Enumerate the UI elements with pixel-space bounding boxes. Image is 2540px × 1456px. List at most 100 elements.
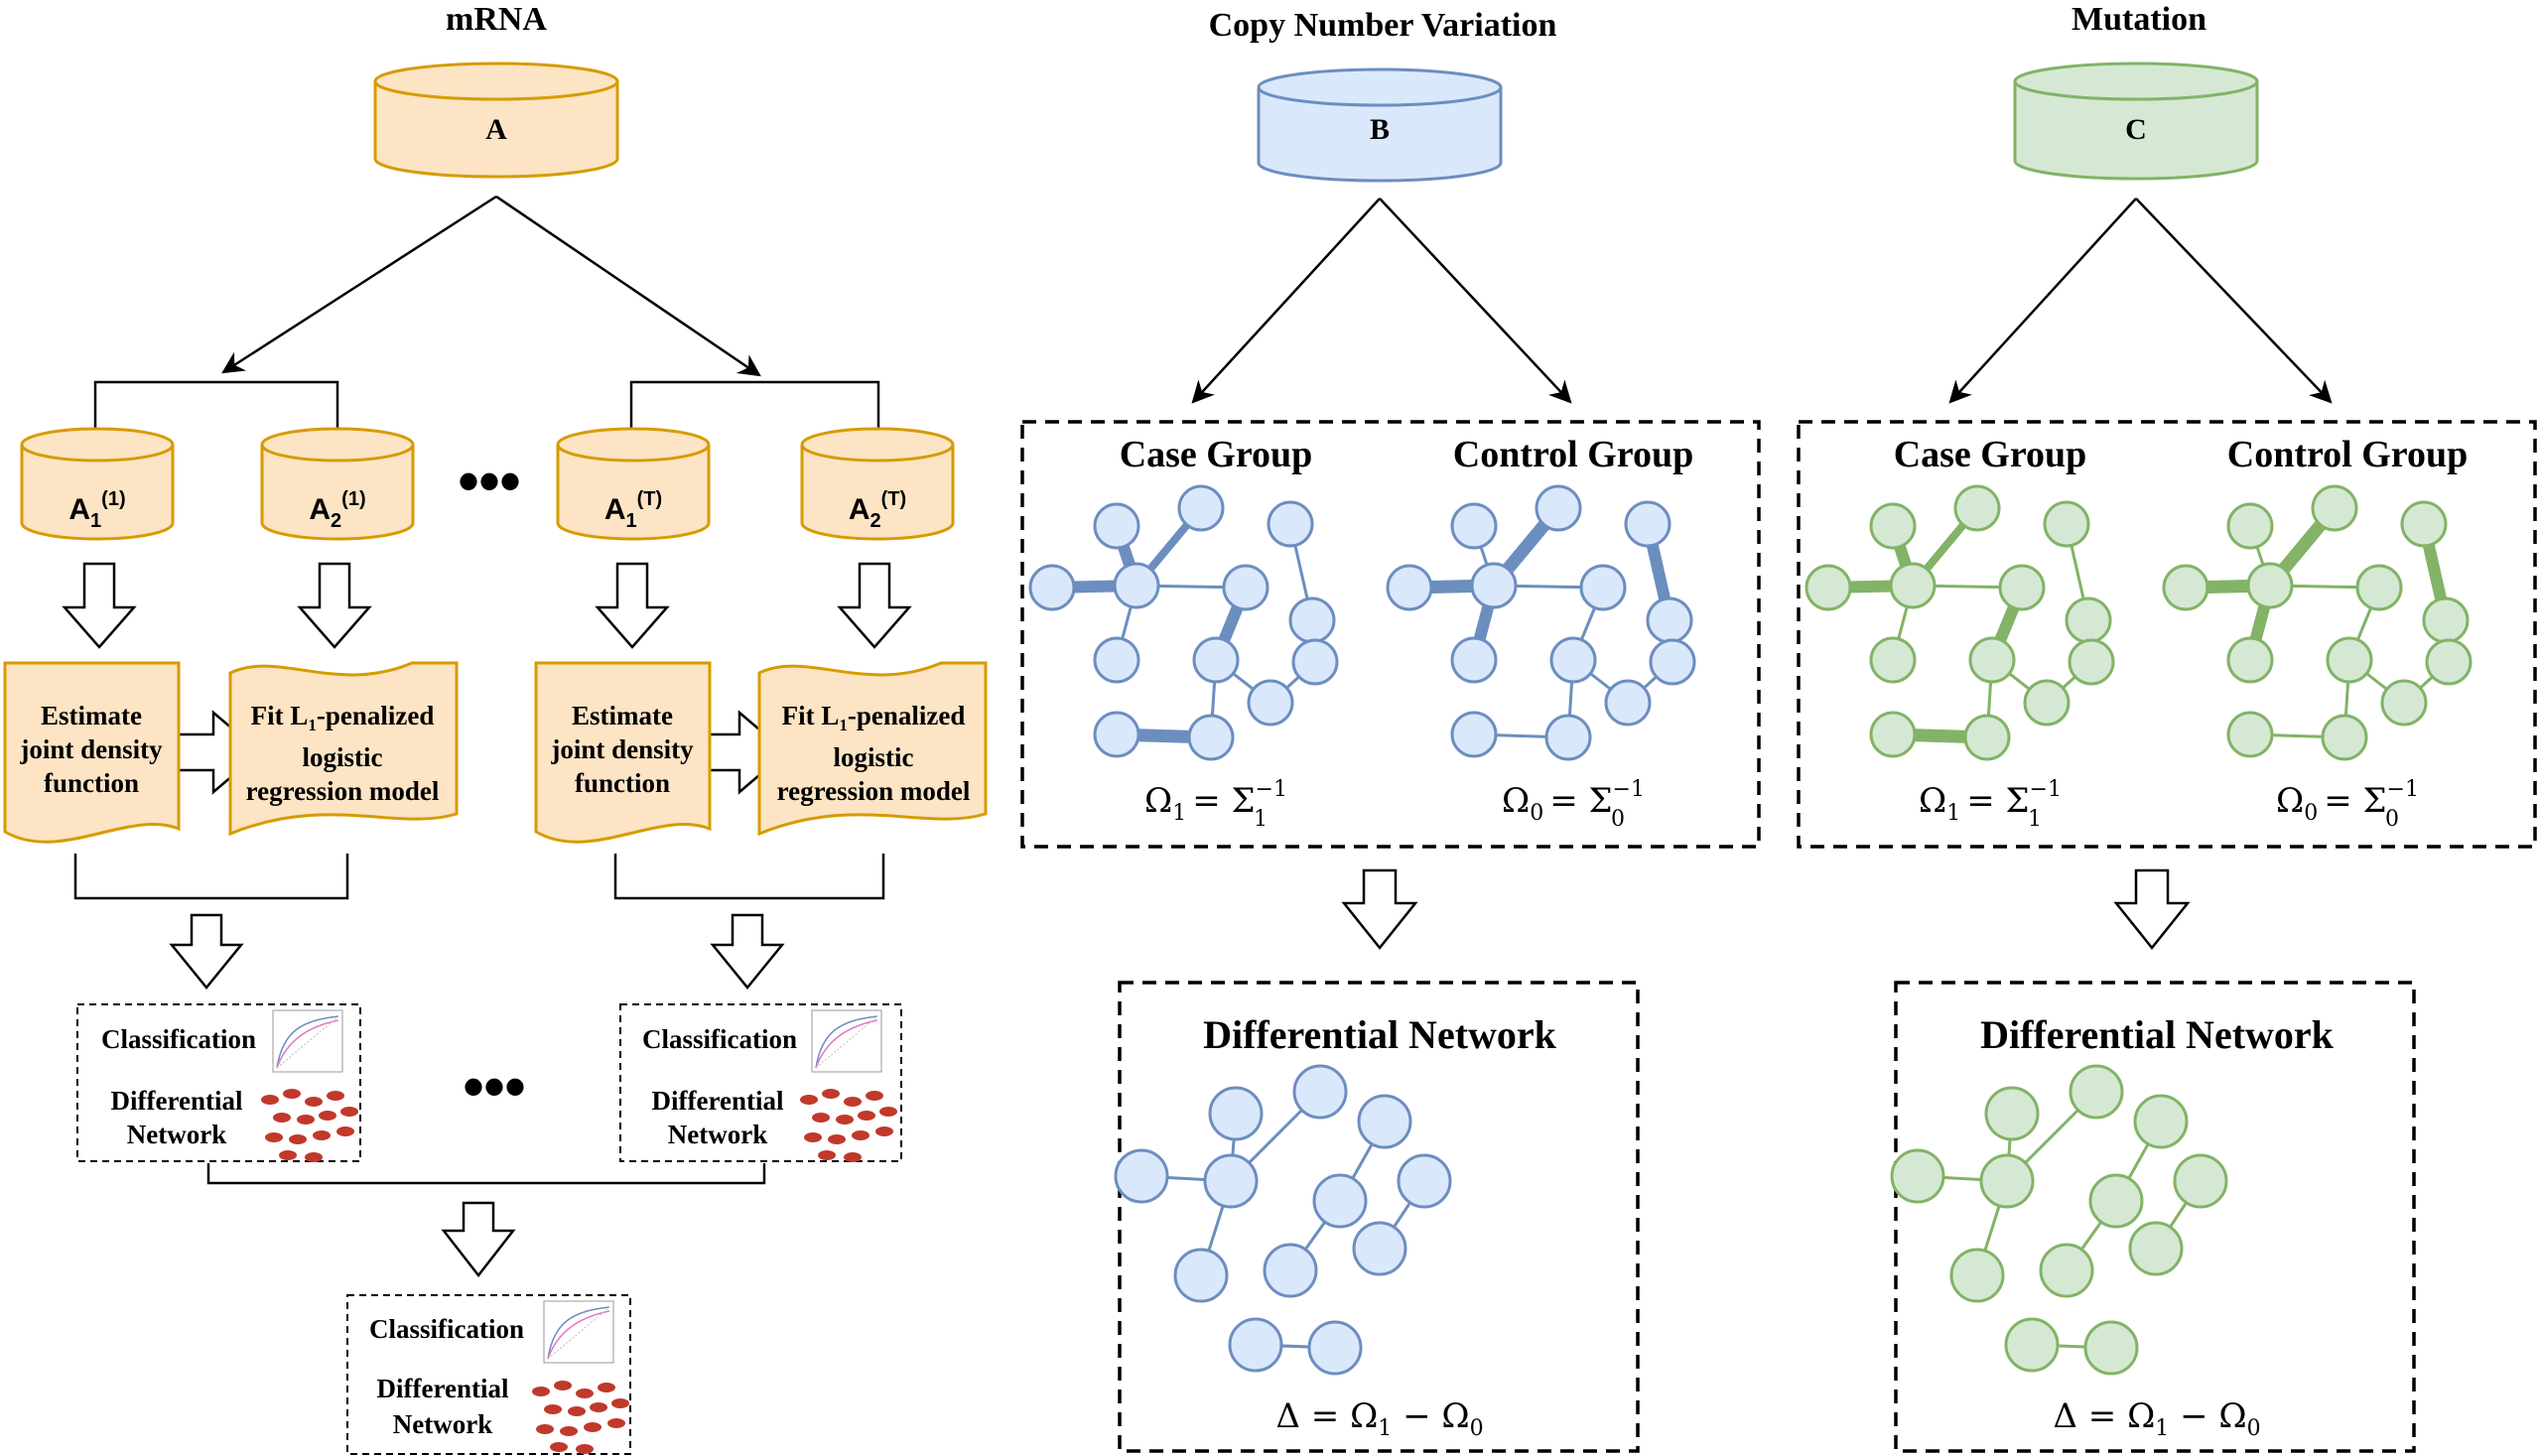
network-node	[1869, 711, 1917, 758]
network-node	[1192, 636, 1240, 684]
cnv-control-group-label: Control Group	[1453, 434, 1693, 475]
subsample-base: A	[68, 493, 90, 526]
step-text: joint density	[550, 734, 694, 764]
result-classification-label: Classification	[101, 1024, 256, 1054]
hollow-arrow-down-icon	[297, 562, 372, 649]
subsample-a2-last: A2(T)	[800, 427, 955, 541]
mini-network-node	[866, 1091, 883, 1101]
mini-network-node	[279, 1150, 297, 1160]
formula-part: = Σ	[1966, 781, 2029, 821]
network-node	[2039, 1243, 2094, 1298]
mini-plot-curve	[276, 1019, 339, 1069]
ellipsis-subsamples: •••	[458, 448, 520, 514]
formula-part: Ω	[1919, 781, 1946, 821]
step-text: joint density	[19, 734, 163, 764]
mini-plot-diagonal	[547, 1306, 610, 1360]
network-node	[2004, 1317, 2060, 1373]
mutation-case-network	[1805, 484, 2115, 761]
mutation-delta-formula: Δ = Ω1 − Ω0	[2053, 1396, 2260, 1441]
network-node	[2023, 679, 2071, 727]
result-network-label: Network	[393, 1409, 492, 1439]
mini-network-node	[576, 1389, 594, 1398]
database-mutation: C	[2013, 62, 2259, 181]
network-node	[1646, 596, 1693, 644]
mini-plot-diagonal	[815, 1015, 878, 1069]
step-text: logistic	[303, 742, 383, 772]
subsample-sub: 2	[331, 510, 341, 532]
formula-part: 1	[1254, 807, 1268, 832]
mini-network-node	[852, 1130, 869, 1140]
network-node	[2326, 636, 2373, 684]
mini-network-node	[584, 1422, 602, 1432]
mini-network-node	[828, 1134, 846, 1144]
mini-network-node	[265, 1132, 283, 1142]
join-brackets	[73, 854, 885, 1185]
network-node	[1312, 1173, 1368, 1229]
mini-network-node	[804, 1132, 822, 1142]
network-node	[1288, 596, 1336, 644]
formula-part: − Ω	[1392, 1396, 1469, 1436]
mini-roc-plot-first	[272, 1009, 343, 1073]
mini-network-node	[536, 1424, 554, 1434]
step-text: function	[44, 768, 139, 798]
network-node	[1228, 1317, 1283, 1373]
mini-network-node	[297, 1115, 315, 1125]
network-node	[1450, 636, 1498, 684]
formula-part: Ω	[1144, 781, 1172, 821]
step-fit-last: Fit L1-penalized logistic regression mod…	[757, 661, 988, 837]
result-network-label: Network	[668, 1120, 767, 1149]
cnv-branch-arrows	[1191, 198, 1572, 404]
network-node	[2128, 1221, 2184, 1276]
subsample-a1-first: A1(1)	[20, 427, 175, 541]
result-network-label: Differential	[652, 1086, 784, 1116]
formula-part: −1	[2387, 777, 2419, 802]
network-node	[2133, 1094, 2189, 1149]
network-node	[2226, 636, 2274, 684]
mutation-groups-box	[1797, 420, 2537, 849]
mini-network-node	[607, 1418, 625, 1428]
formula-part: Δ = Ω	[1275, 1396, 1378, 1436]
mutation-control-network	[2162, 484, 2473, 761]
database-mrna-label: A	[485, 113, 507, 146]
hollow-arrow-down-icon	[169, 913, 244, 990]
formula-part: 1	[2028, 807, 2042, 832]
network-node	[1450, 502, 1498, 550]
subsample-base: A	[604, 493, 626, 526]
mini-network-node	[844, 1097, 862, 1107]
mini-roc-plot-final	[543, 1300, 614, 1364]
network-node	[1604, 679, 1652, 727]
mini-network-node	[261, 1095, 279, 1105]
mrna-branch-arrows	[93, 195, 880, 437]
network-node	[1028, 564, 1076, 611]
step-text: regression model	[777, 776, 971, 806]
mini-network-node	[340, 1107, 358, 1117]
network-node	[1869, 502, 1917, 550]
mini-network-first	[261, 1089, 358, 1162]
mini-network-node	[576, 1444, 594, 1454]
formula-part: 0	[2385, 807, 2399, 832]
network-node	[2043, 500, 2090, 548]
database-cnv: B	[1257, 67, 1503, 183]
step-text: logistic	[834, 742, 914, 772]
network-node	[1291, 638, 1339, 686]
mini-network-node	[875, 1126, 893, 1136]
formula-part: Δ = Ω	[2053, 1396, 2155, 1436]
formula-part: 1	[2155, 1416, 2169, 1441]
network-node	[1470, 562, 1518, 609]
subsample-sup: (1)	[341, 488, 365, 510]
network-node	[1307, 1320, 1363, 1376]
mini-network-node	[560, 1426, 578, 1436]
formula-part: −1	[1613, 777, 1645, 802]
svg-text:Fit L1-penalized: Fit L1-penalized	[782, 701, 966, 734]
subsample-a1-last: A1(T)	[556, 427, 711, 541]
formula-part: = Σ	[1549, 781, 1612, 821]
hollow-arrow-down-icon	[1341, 868, 1418, 951]
network-node	[1292, 1064, 1348, 1120]
result-network-label: Differential	[377, 1374, 509, 1403]
mini-network-final	[532, 1381, 629, 1454]
mutation-differential-network-title: Differential Network	[1980, 1012, 2335, 1057]
network-node	[1953, 484, 2001, 532]
mini-network-node	[858, 1111, 875, 1121]
